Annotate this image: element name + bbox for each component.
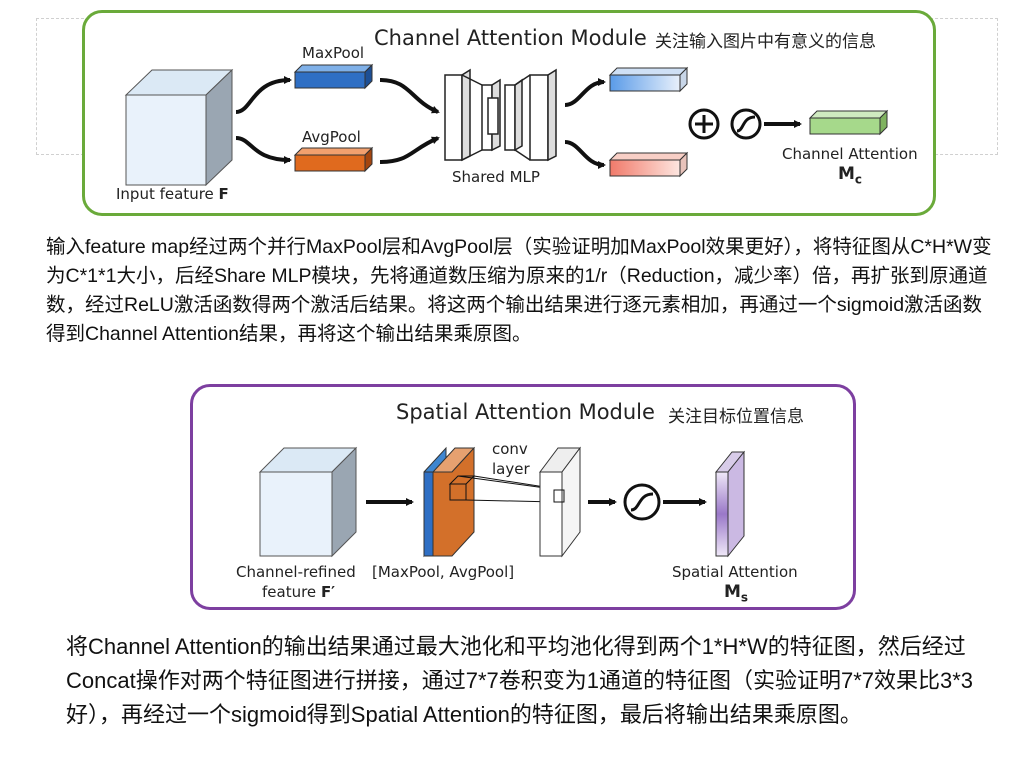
refined-feature-cube	[258, 446, 358, 558]
input-feature-symbol: F	[218, 185, 229, 203]
spatial-attention-label: Spatial Attention	[672, 563, 798, 581]
input-feature-cube	[124, 68, 234, 187]
channel-attention-description: 输入feature map经过两个并行MaxPool层和AvgPool层（实验证…	[46, 236, 992, 345]
arrow-to-maxpool	[235, 76, 292, 114]
mlp-output-bar-1	[608, 66, 689, 93]
shared-mlp-block	[444, 68, 557, 162]
refined-feature-symbol: F′	[320, 583, 336, 601]
refined-feature-label-line2: feature F′	[262, 583, 336, 601]
input-feature-label: Input feature F	[116, 185, 229, 203]
channel-module-note: 关注输入图片中有意义的信息	[655, 32, 876, 52]
spatial-attention-map	[714, 450, 746, 558]
arrow-avgpool-to-mlp	[379, 136, 440, 164]
maxpool-bar	[293, 63, 374, 90]
sigmoid-icon-2	[623, 483, 661, 521]
spatial-attention-symbol: Ms	[724, 582, 749, 605]
spatial-module-note: 关注目标位置信息	[668, 407, 804, 427]
arrow-maxpool-to-mlp	[379, 78, 440, 114]
arrow-to-avgpool	[235, 136, 292, 164]
channel-module-title: Channel Attention Module	[374, 26, 647, 50]
conv-layer-plane	[539, 446, 581, 558]
channel-attention-bar	[808, 109, 889, 136]
spatial-module-title: Spatial Attention Module	[396, 400, 655, 424]
maxpool-label: MaxPool	[302, 44, 365, 62]
channel-attention-label: Channel Attention	[782, 145, 918, 163]
conv-label-line2: layer	[492, 460, 530, 478]
pool-maps-label: [MaxPool, AvgPool]	[372, 563, 515, 581]
sigmoid-icon	[730, 108, 762, 140]
refined-feature-label-line1: Channel-refined	[236, 563, 356, 581]
channel-attention-symbol: Mc	[838, 164, 863, 187]
spatial-attention-description: 将Channel Attention的输出结果通过最大池化和平均池化得到两个1*…	[66, 634, 974, 727]
mlp-output-bar-2	[608, 151, 689, 178]
shared-mlp-label: Shared MLP	[452, 168, 540, 186]
avgpool-label: AvgPool	[302, 128, 361, 146]
pooled-feature-maps	[423, 446, 476, 558]
arrow-mlp-to-out2	[564, 140, 606, 169]
avgpool-bar	[293, 146, 374, 173]
arrow-mlp-to-out1	[564, 78, 606, 107]
elementwise-sum-icon	[688, 108, 720, 140]
conv-label-line1: conv	[492, 440, 528, 458]
